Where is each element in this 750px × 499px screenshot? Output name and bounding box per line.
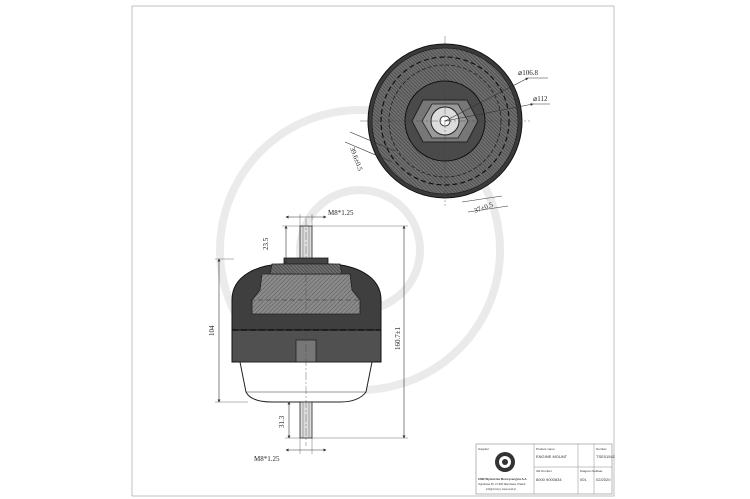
dim-top-thread: M8*1.25 — [328, 209, 354, 217]
tb-date-value: 02/2020 — [596, 477, 611, 482]
tb-supplier-label: Supplier — [478, 447, 489, 451]
top-view — [344, 36, 550, 213]
dim-inner-diameter: ⌀112 — [533, 95, 548, 103]
title-block — [475, 443, 613, 495]
tb-company-name: CMD Wytwórnia Motoryzacyjna S.A. — [478, 477, 527, 481]
tb-number-label: Number — [596, 447, 607, 451]
side-view — [215, 214, 408, 454]
tb-company-addr1: Ogrodowa 45, 47-900 Warszawa, Poland — [478, 482, 526, 486]
tb-oe-value: 8000 9000834 — [536, 477, 562, 482]
tb-company-addr2: info@cmd.pl, www.cmd.pl — [486, 487, 516, 491]
tb-date-label: Date — [596, 469, 603, 473]
dim-top-stud: 23.5 — [262, 237, 270, 250]
tb-drawn-label: Diagram No. — [580, 469, 597, 473]
dim-angled-a: 39.6±0.5 — [348, 146, 364, 173]
tb-number-value: TSE01542 — [596, 454, 616, 459]
dim-bottom-stud: 31.3 — [278, 415, 286, 428]
tb-product-label: Product name — [536, 447, 555, 451]
tb-drawn-value: 001 — [580, 477, 587, 482]
dim-bottom-thread: M8*1.25 — [254, 455, 280, 463]
sheet-frame — [131, 5, 615, 497]
dim-total-height: 160.7±1 — [394, 326, 402, 350]
dim-body-height: 104 — [208, 325, 216, 336]
tb-product-name: ENGINE MOUNT — [536, 454, 568, 459]
tb-oe-label: OE Number — [536, 469, 552, 473]
dim-outer-diameter: ⌀106.8 — [518, 69, 538, 77]
